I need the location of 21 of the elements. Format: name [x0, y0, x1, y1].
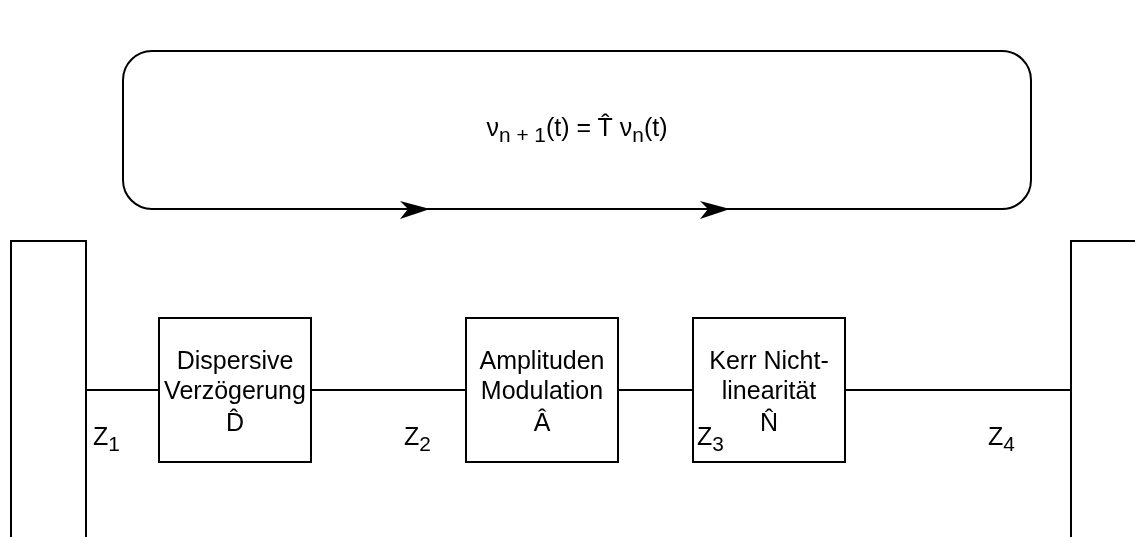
mirror-bar [1070, 240, 1135, 537]
process-box [158, 317, 312, 463]
connector-line [86, 389, 159, 391]
operator-symbol: Â [533, 407, 551, 438]
port-label: Z$_{3}$ [697, 422, 724, 456]
formula: ν$_{n + 1}$(t) = T̂ ν$_{n}$(t) [486, 113, 668, 147]
connector-line [311, 389, 466, 391]
operator-symbol: D̂ [225, 407, 245, 438]
port-label: Z$_{4}$ [988, 422, 1015, 456]
mirror-bar [10, 240, 87, 537]
connector-line [618, 389, 693, 391]
block-title: Dispersive Verzögerung [163, 345, 307, 405]
process-box [465, 317, 619, 463]
connector-line [845, 389, 1071, 391]
port-label: Z$_{2}$ [404, 422, 431, 456]
port-label: Z$_{1}$ [93, 422, 120, 456]
loop-box [122, 50, 1032, 210]
operator-symbol: N̂ [759, 407, 779, 438]
block-title: Kerr Nicht- linearität [708, 345, 830, 405]
process-box [692, 317, 846, 463]
block-title: Amplituden Modulation [478, 345, 606, 405]
